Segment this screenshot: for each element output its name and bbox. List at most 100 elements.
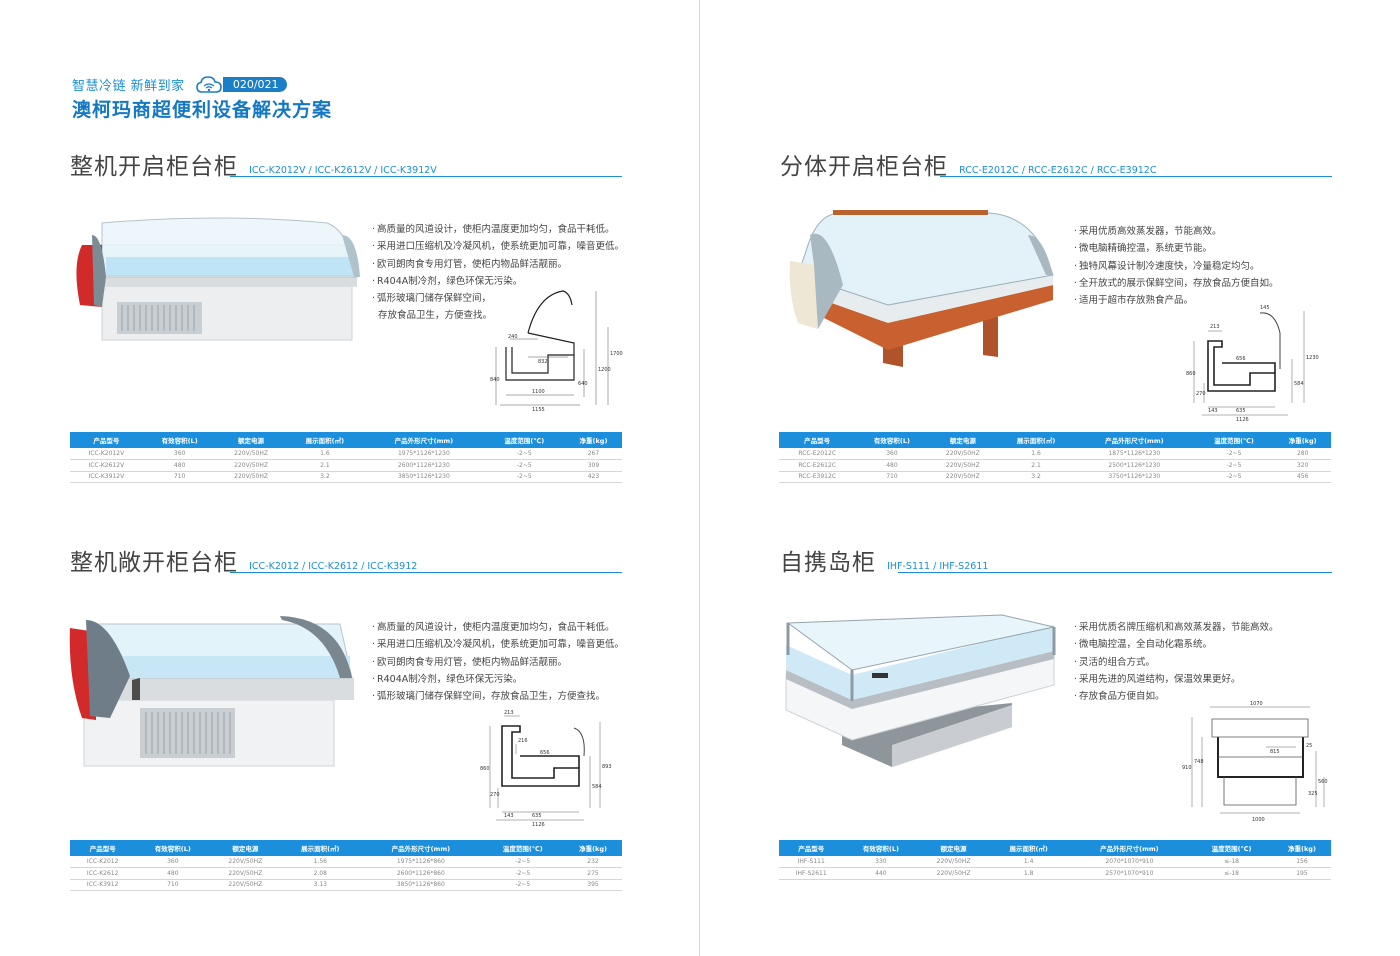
column-header: 额定电源 (216, 432, 286, 448)
feature-item: 欧司朗肉食专用灯管，使柜内物品鲜活靓丽。 (372, 654, 624, 671)
table-header-row: 产品型号 有效容积(L) 额定电源 展示面积(㎡) 产品外形尺寸(mm) 温度范… (70, 840, 622, 856)
section-ihf-s: 自携岛柜 IHF-S111 / IHF-S2611 (780, 543, 1332, 579)
table-row: RCC-E3912C 710 220V/50HZ 3.2 3750*1126*1… (779, 471, 1331, 483)
section-rule (230, 572, 622, 573)
dim-label: 832 (538, 359, 548, 365)
table-cell: -2~5 (483, 448, 565, 460)
table-cell: 220V/50HZ (918, 867, 989, 880)
table-cell: 1.56 (280, 856, 361, 868)
dim-label: 143 (1208, 408, 1218, 414)
dim-label: 1126 (532, 822, 545, 828)
table-row: ICC-K3912 710 220V/50HZ 3.13 3850*1126*8… (70, 879, 622, 891)
dim-label: 270 (1196, 391, 1206, 397)
table-cell: ICC-K3912 (70, 879, 136, 891)
table-row: ICC-K3912V 710 220V/50HZ 3.2 3850*1126*1… (70, 471, 622, 483)
table-cell: 280 (1274, 448, 1331, 460)
column-header: 有效容积(L) (855, 432, 929, 448)
table-cell: 456 (1274, 471, 1331, 483)
feature-item: 全开放式的展示保鲜空间，存放食品方便自如。 (1074, 275, 1279, 292)
section-header: 整机开启柜台柜 ICC-K2012V / ICC-K2612V / ICC-K3… (70, 147, 622, 183)
table-cell: ICC-K2012 (70, 856, 136, 868)
table-cell: 480 (855, 459, 929, 472)
dim-label: 270 (490, 792, 500, 798)
dim-label: 1700 (610, 351, 623, 357)
table-cell: 2600*1126*1230 (364, 459, 484, 472)
section-models: RCC-E2012C / RCC-E2612C / RCC-E3912C (959, 165, 1157, 176)
column-header: 产品外形尺寸(mm) (1068, 840, 1191, 856)
table-row: ICC-K2612 480 220V/50HZ 2.08 2600*1126*8… (70, 867, 622, 880)
table-cell: 220V/50HZ (928, 471, 998, 483)
table-cell: 156 (1272, 856, 1331, 868)
table-cell: 2500*1126*1230 (1075, 459, 1194, 472)
dim-label: 216 (518, 738, 528, 744)
table-cell: -2~5 (483, 471, 565, 483)
table-header-row: 产品型号 有效容积(L) 额定电源 展示面积(㎡) 产品外形尺寸(mm) 温度范… (779, 840, 1331, 856)
table-cell: ≤-18 (1190, 867, 1273, 880)
table-cell: 395 (564, 879, 622, 891)
column-header: 有效容积(L) (142, 432, 217, 448)
table-cell: 2.08 (280, 867, 361, 880)
dim-label: 1126 (1236, 417, 1249, 423)
product-image-icc-k-v (76, 217, 360, 341)
dimension-drawing: 145 213 656 860 270 584 1230 143 635 112… (1186, 305, 1319, 423)
dim-label: 635 (1236, 408, 1246, 414)
table-cell: 2.1 (285, 459, 365, 472)
spec-table: 产品型号 有效容积(L) 额定电源 展示面积(㎡) 产品外形尺寸(mm) 温度范… (779, 840, 1331, 880)
dim-label: 25 (1306, 743, 1312, 749)
feature-item: 微电脑精确控温，系统更节能。 (1074, 240, 1279, 257)
table-cell: 320 (1274, 459, 1331, 472)
table-cell: RCC-E2612C (779, 459, 856, 472)
table-cell: -2~5 (481, 879, 565, 891)
section-models: ICC-K2012V / ICC-K2612V / ICC-K3912V (249, 165, 437, 176)
column-header: 温度范围(℃) (1190, 840, 1273, 856)
feature-list: 采用优质名牌压缩机和高效蒸发器，节能高效。 微电脑控温，全自动化霜系统。 灵活的… (1074, 619, 1279, 705)
feature-list: 高质量的风道设计，使柜内温度更加均匀，食品干耗低。 采用进口压缩机及冷凝风机，使… (372, 221, 624, 325)
spec-table: 产品型号 有效容积(L) 额定电源 展示面积(㎡) 产品外形尺寸(mm) 温度范… (70, 840, 622, 891)
feature-item: 采用优质高效蒸发器，节能高效。 (1074, 223, 1279, 240)
feature-item: 微电脑控温，全自动化霜系统。 (1074, 636, 1279, 653)
feature-item: 高质量的风道设计，使柜内温度更加均匀，食品干耗低。 (372, 619, 624, 636)
table-cell: 3.2 (997, 471, 1076, 483)
table-cell: IHF-S111 (779, 856, 844, 868)
dimension-drawing: 1070 815 910 748 560 325 1000 25 (1182, 701, 1328, 823)
column-header: 温度范围(℃) (483, 432, 565, 448)
table-cell: 220V/50HZ (210, 856, 281, 868)
product-image-icc-k (69, 616, 354, 767)
column-header: 产品型号 (70, 432, 143, 448)
product-image-ihf-s (785, 614, 1056, 767)
table-cell: 3.2 (285, 471, 365, 483)
dim-label: 860 (1186, 371, 1196, 377)
section-icc-k: 整机敞开柜台柜 ICC-K2012 / ICC-K2612 / ICC-K391… (70, 543, 622, 579)
table-cell: ≤-18 (1190, 856, 1273, 868)
table-cell: 3850*1126*1230 (364, 471, 484, 483)
column-header: 净重(kg) (1274, 432, 1331, 448)
column-header: 额定电源 (918, 840, 989, 856)
table-cell: 1.8 (988, 867, 1069, 880)
column-header: 产品型号 (70, 840, 136, 856)
table-row: IHF-S111 330 220V/50HZ 1.4 2070*1070*910… (779, 856, 1331, 868)
feature-item: R404A制冷剂，绿色环保无污染。 (372, 273, 624, 290)
section-icc-k-v: 整机开启柜台柜 ICC-K2012V / ICC-K2612V / ICC-K3… (70, 147, 622, 183)
dim-label: 635 (532, 813, 542, 819)
column-header: 产品型号 (779, 840, 844, 856)
dim-label: 213 (504, 710, 514, 716)
dim-label: 1070 (1250, 701, 1263, 707)
table-cell: -2~5 (1193, 448, 1275, 460)
column-header: 展示面积(㎡) (997, 432, 1076, 448)
product-image-rcc-e (789, 210, 1054, 367)
section-models: ICC-K2012 / ICC-K2612 / ICC-K3912 (249, 561, 418, 572)
dim-label: 656 (540, 750, 550, 756)
table-cell: 2570*1070*910 (1068, 867, 1191, 880)
table-cell: 330 (843, 856, 919, 868)
dimension-drawing: 213 216 656 860 270 584 893 143 635 1126 (480, 710, 612, 828)
column-header: 有效容积(L) (843, 840, 919, 856)
feature-item: 采用先进的风道结构，保温效果更好。 (1074, 671, 1279, 688)
feature-item: 存放食品方便自如。 (1074, 688, 1279, 705)
feature-item: 弧形玻璃门储存保鲜空间，存放食品卫生，方便查找。 (372, 688, 624, 705)
section-rcc-e: 分体开启柜台柜 RCC-E2012C / RCC-E2612C / RCC-E3… (780, 147, 1332, 183)
column-header: 额定电源 (928, 432, 998, 448)
table-cell: 710 (142, 471, 217, 483)
table-cell: 220V/50HZ (216, 448, 286, 460)
dim-label: 584 (1294, 381, 1304, 387)
table-row: ICC-K2012V 360 220V/50HZ 1.6 1975*1126*1… (70, 448, 622, 460)
